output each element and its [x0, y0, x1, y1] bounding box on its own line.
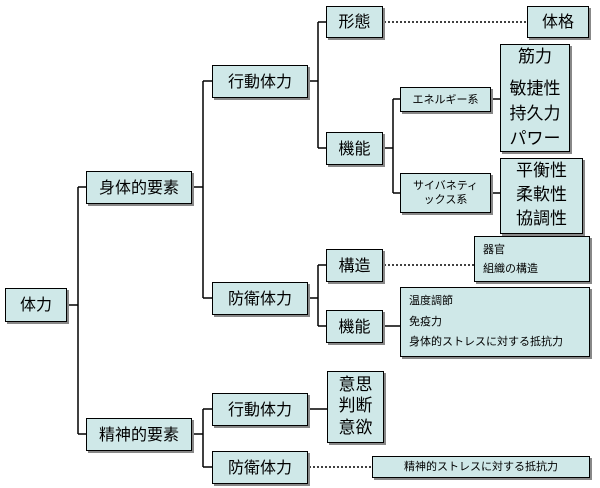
node-bouei-shintai: 防衛体力 — [212, 282, 308, 315]
energy-item-binshou: 敏捷性 — [509, 79, 561, 100]
node-seishin-label: 精神的要素 — [98, 424, 179, 444]
node-energy-items: 筋力 敏捷性 持久力 パワー — [500, 44, 570, 152]
cyber-item-kyouchou: 協調性 — [516, 208, 567, 229]
node-shintai-label: 身体的要素 — [98, 177, 179, 197]
seishin-item-iyoku: 意欲 — [338, 417, 373, 438]
seishin-item-ishi: 意思 — [338, 375, 373, 396]
node-keitai-label: 形態 — [338, 12, 371, 31]
energy-item-kinryoku: 筋力 — [518, 46, 552, 67]
node-tairyoku-label: 体力 — [19, 295, 52, 314]
seishin-item-handan: 判断 — [338, 396, 373, 417]
node-koudou-shintai: 行動体力 — [212, 65, 308, 98]
node-cyber-items: 平衡性 柔軟性 協調性 — [500, 158, 583, 234]
node-keitai: 形態 — [326, 6, 383, 38]
node-taikaku: 体格 — [527, 6, 589, 38]
node-shintai: 身体的要素 — [86, 171, 192, 204]
node-seishin-koudou-items: 意思 判断 意欲 — [327, 371, 384, 443]
node-koudou-seishin: 行動体力 — [212, 393, 308, 426]
node-tairyoku: 体力 — [5, 288, 67, 322]
node-kouzou-items: 器官 組織の構造 — [474, 236, 590, 282]
node-energy: エネルギー系 — [400, 87, 491, 112]
kinou-item-stress: 身体的ストレスに対する抵抗力 — [409, 335, 563, 349]
node-seishin-stress: 精神的ストレスに対する抵抗力 — [372, 456, 590, 478]
node-koudou-seishin-label: 行動体力 — [227, 399, 292, 419]
cyber-item-juunan: 柔軟性 — [516, 185, 567, 206]
node-cyber: サイバネティックス系 — [400, 173, 491, 213]
cyber-item-heikou: 平衡性 — [516, 161, 567, 182]
energy-item-jikyu: 持久力 — [509, 104, 561, 124]
kouzou-item-kikan: 器官 — [483, 242, 505, 256]
node-bouei-seishin: 防衛体力 — [212, 451, 308, 484]
node-taikaku-label: 体格 — [541, 12, 574, 31]
node-cyber-label: サイバネティックス系 — [412, 179, 479, 206]
node-kouzou: 構造 — [326, 249, 383, 282]
node-kouzou-label: 構造 — [338, 255, 371, 275]
node-seishin-stress-label: 精神的ストレスに対する抵抗力 — [404, 460, 558, 474]
node-kinou-bouei-label: 機能 — [338, 316, 371, 336]
node-seishin: 精神的要素 — [86, 418, 192, 451]
node-koudou-shintai-label: 行動体力 — [227, 71, 292, 91]
kinou-item-meneki: 免疫力 — [409, 314, 442, 328]
kinou-item-ondo: 温度調節 — [409, 294, 453, 308]
node-kinou-koudou-label: 機能 — [338, 138, 371, 158]
node-bouei-shintai-label: 防衛体力 — [227, 288, 292, 308]
energy-item-power: パワー — [509, 128, 561, 149]
node-kinou-bouei-items: 温度調節 免疫力 身体的ストレスに対する抵抗力 — [400, 287, 590, 357]
node-energy-label: エネルギー系 — [412, 92, 479, 106]
node-kinou-bouei: 機能 — [326, 310, 383, 343]
kouzou-item-soshiki: 組織の構造 — [483, 262, 538, 275]
node-kinou-koudou: 機能 — [326, 132, 383, 165]
node-bouei-seishin-label: 防衛体力 — [227, 457, 292, 477]
